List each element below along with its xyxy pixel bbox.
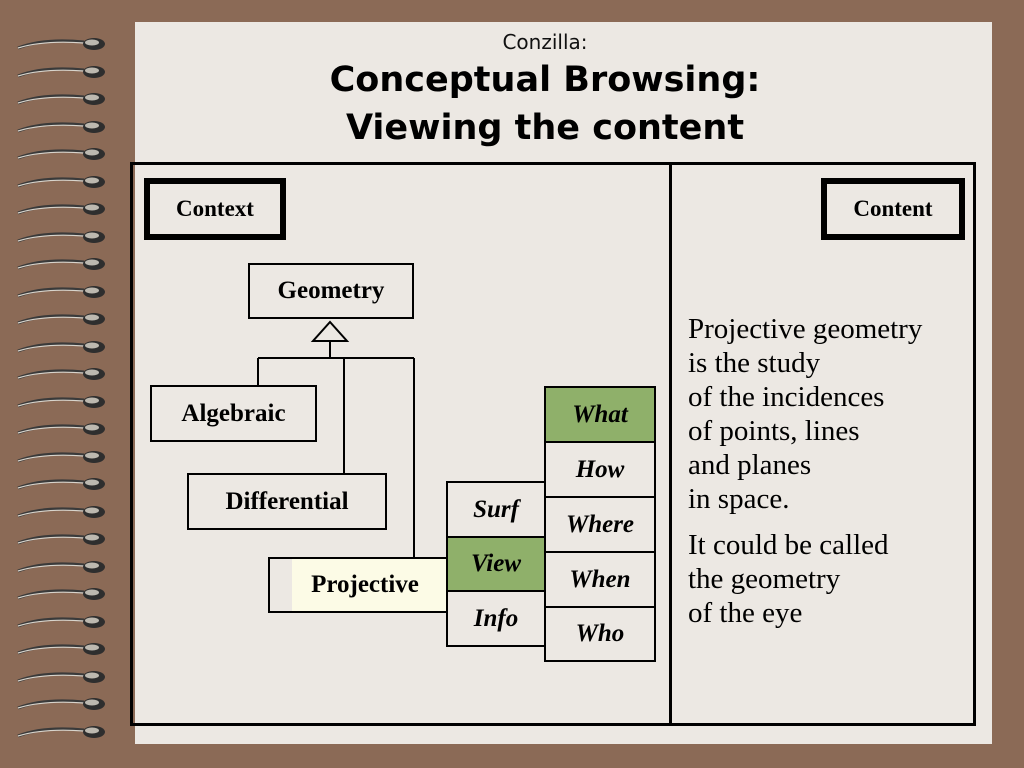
spiral-ring-icon	[14, 504, 106, 520]
spiral-ring-icon	[14, 174, 106, 190]
content-paragraph-1: Projective geometry is the study of the …	[688, 312, 978, 516]
content-line: It could be called	[688, 529, 889, 561]
spiral-ring-icon	[14, 64, 106, 80]
spiral-ring-icon	[14, 641, 106, 657]
content-line: in space.	[688, 483, 790, 515]
spiral-ring-icon	[14, 614, 106, 630]
content-panel-label: Content	[821, 178, 965, 240]
slide-title-line-1: Conceptual Browsing:	[329, 60, 761, 100]
spiral-ring-icon	[14, 339, 106, 355]
spiral-ring-icon	[14, 724, 106, 740]
content-line: the geometry	[688, 563, 841, 595]
concept-algebraic[interactable]: Algebraic	[150, 385, 317, 442]
spiral-ring-icon	[14, 669, 106, 685]
app-name: Conzilla:	[502, 30, 588, 54]
concept-differential[interactable]: Differential	[187, 473, 387, 530]
view-option-info[interactable]: Info	[446, 590, 546, 647]
content-line: Projective geometry	[688, 313, 923, 345]
context-panel-label: Context	[144, 178, 286, 240]
spiral-ring-icon	[14, 394, 106, 410]
view-option-how[interactable]: How	[544, 441, 656, 498]
spiral-ring-icon	[14, 91, 106, 107]
spiral-ring-icon	[14, 531, 106, 547]
spiral-ring-icon	[14, 586, 106, 602]
content-paragraph-2: It could be called the geometry of the e…	[688, 528, 978, 630]
view-option-where[interactable]: Where	[544, 496, 656, 553]
view-option-what[interactable]: What	[544, 386, 656, 443]
spiral-ring-icon	[14, 559, 106, 575]
spiral-ring-icon	[14, 201, 106, 217]
spiral-ring-icon	[14, 284, 106, 300]
content-line: of the eye	[688, 597, 803, 629]
spiral-ring-icon	[14, 256, 106, 272]
spiral-binding	[0, 8, 135, 748]
spiral-ring-icon	[14, 476, 106, 492]
spiral-ring-icon	[14, 146, 106, 162]
spiral-ring-icon	[14, 311, 106, 327]
panel-divider	[669, 162, 672, 726]
concept-projective[interactable]: Projective	[311, 571, 419, 598]
spiral-ring-icon	[14, 119, 106, 135]
content-line: and planes	[688, 449, 812, 481]
spiral-ring-icon	[14, 36, 106, 52]
concept-projective-highlight	[292, 559, 466, 611]
content-line: of points, lines	[688, 415, 860, 447]
spiral-ring-icon	[14, 229, 106, 245]
browser-frame	[130, 162, 976, 726]
view-option-view[interactable]: View	[446, 536, 546, 592]
slide-title-line-2: Viewing the content	[345, 108, 745, 148]
view-option-when[interactable]: When	[544, 551, 656, 608]
view-option-who[interactable]: Who	[544, 606, 656, 662]
concept-geometry[interactable]: Geometry	[248, 263, 414, 319]
view-option-surf[interactable]: Surf	[446, 481, 546, 538]
spiral-ring-icon	[14, 421, 106, 437]
content-line: is the study	[688, 347, 821, 379]
content-description: Projective geometry is the study of the …	[688, 312, 978, 642]
spiral-ring-icon	[14, 366, 106, 382]
spiral-ring-icon	[14, 449, 106, 465]
content-line: of the incidences	[688, 381, 885, 413]
inheritance-arrow-icon	[310, 320, 350, 342]
spiral-ring-icon	[14, 696, 106, 712]
